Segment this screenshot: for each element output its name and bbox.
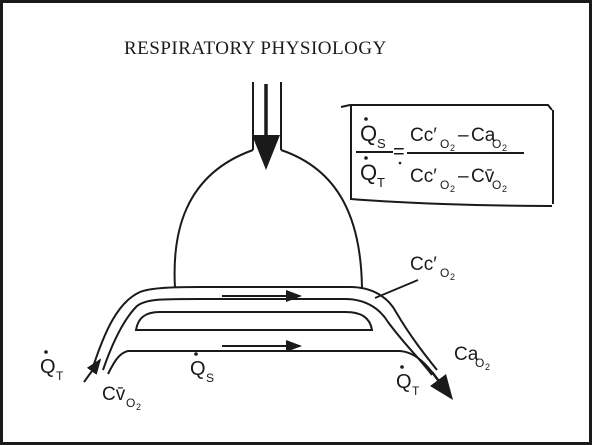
formula-qt-base: Q xyxy=(360,160,377,185)
label-qt-out-base: Q xyxy=(396,371,412,393)
formula-num-minus: – xyxy=(458,125,469,146)
shunt-channel xyxy=(108,351,432,374)
formula-num-term2-sub: O xyxy=(492,137,501,151)
label-qt-in-base: Q xyxy=(40,356,56,378)
formula-den-term2-sub2: 2 xyxy=(502,184,507,194)
label-cao2-sub2: 2 xyxy=(485,362,490,372)
label-cco2-sub: O xyxy=(440,266,449,280)
formula-qt-sub: T xyxy=(377,175,385,190)
label-total-flow-in: Q T xyxy=(40,350,64,383)
formula-den-term1-sub2: 2 xyxy=(450,184,455,194)
formula-num-term1-sub: O xyxy=(440,137,449,151)
label-cvo2-sub: O xyxy=(126,396,135,410)
label-shunt-flow: Q S xyxy=(190,352,214,385)
capillary-bed xyxy=(136,312,372,330)
formula-num-term1: Cc′ xyxy=(410,125,437,146)
label-cco2-sub2: 2 xyxy=(450,272,455,282)
label-cco2-leader xyxy=(375,280,418,298)
label-cco2-base: Cc′ xyxy=(410,254,437,275)
label-arterial-o2: Ca O 2 xyxy=(454,344,490,372)
label-end-capillary-o2: Cc′ O 2 xyxy=(410,254,455,282)
formula-num-term2-sub2: 2 xyxy=(502,143,507,153)
capillary-inner-wall xyxy=(103,299,432,375)
label-venous-o2: Cv̄ O 2 xyxy=(102,384,141,412)
venous-inflow-arrow xyxy=(84,360,100,382)
label-total-flow-out: Q T xyxy=(396,365,420,398)
formula-den-term2-sub: O xyxy=(492,178,501,192)
formula-den-term1: Cc′ xyxy=(410,166,437,187)
label-qt-in-sub: T xyxy=(56,369,64,383)
shunt-equation: Q S Q T = Cc′ O 2 – Ca O 2 Cc′ O 2 – xyxy=(356,117,524,194)
formula-num-term1-sub2: 2 xyxy=(450,143,455,153)
label-qs-base: Q xyxy=(190,358,206,380)
label-cvo2-sub2: 2 xyxy=(136,402,141,412)
label-qt-out-sub: T xyxy=(412,384,420,398)
label-qs-sub: S xyxy=(206,371,214,385)
alveolus xyxy=(175,150,362,288)
formula-qs-base: Q xyxy=(360,121,377,146)
arterial-outflow-arrow xyxy=(432,372,450,396)
formula-den-minus: – xyxy=(458,166,469,187)
label-cvo2-base: Cv̄ xyxy=(102,384,126,405)
formula-qs-sub: S xyxy=(377,136,386,151)
formula-den-term1-sub: O xyxy=(440,178,449,192)
page-title: RESPIRATORY PHYSIOLOGY xyxy=(124,38,387,59)
label-cao2-sub: O xyxy=(475,356,484,370)
formula-equals: = xyxy=(393,141,405,163)
